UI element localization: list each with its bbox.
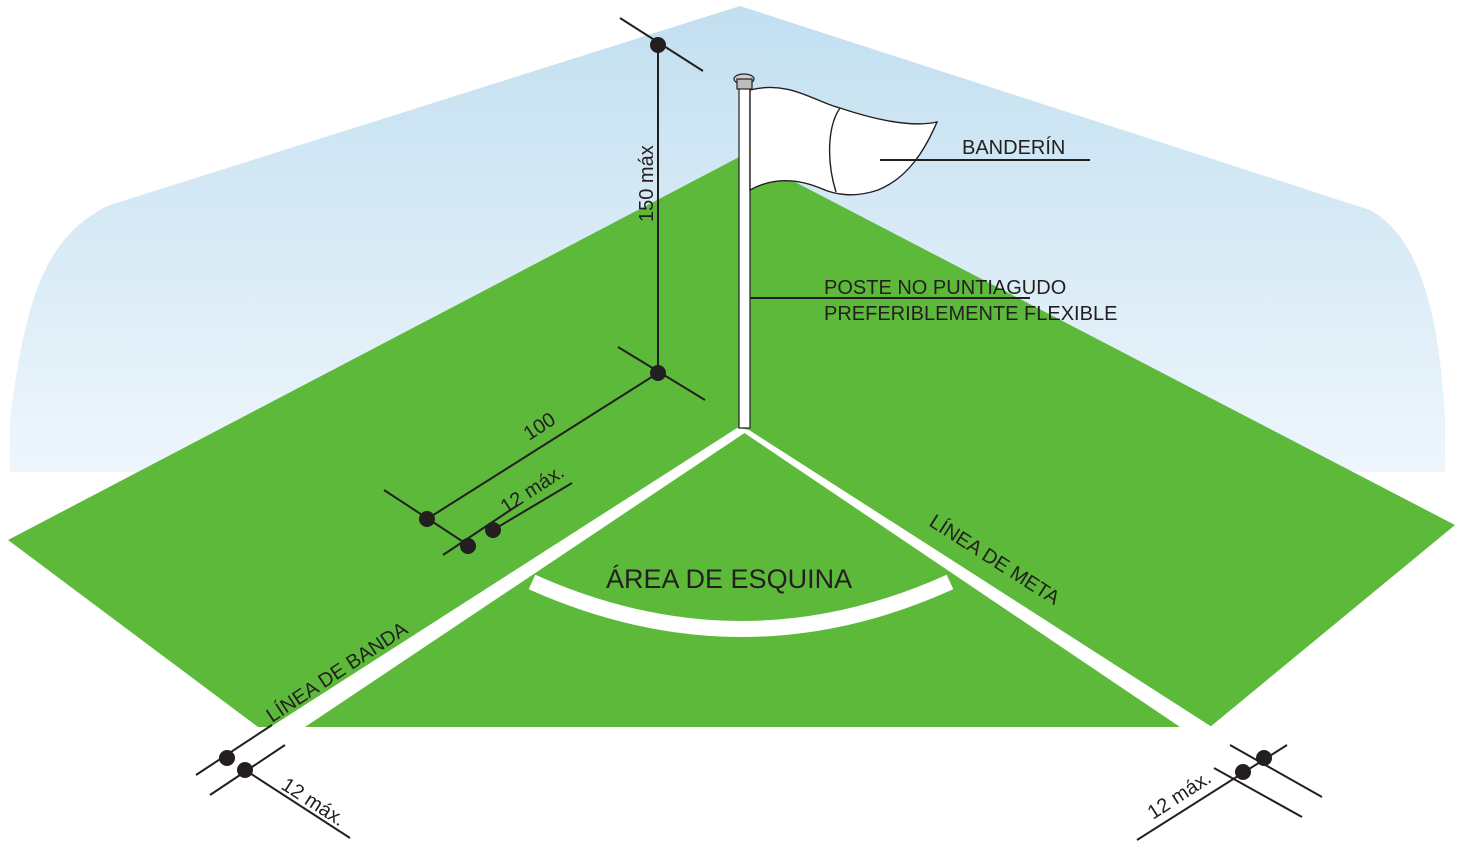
poste-label-line1: POSTE NO PUNTIAGUDO — [824, 277, 1066, 299]
banda-width-leader — [492, 482, 573, 531]
banderin-label: BANDERÍN — [962, 136, 1065, 159]
bottom-right-dot-1 — [1256, 750, 1272, 766]
bottom-right-tick-2 — [1213, 767, 1303, 818]
flag-icon — [749, 86, 939, 196]
distance-dimension-line — [426, 372, 659, 520]
height-dot-top — [650, 37, 666, 53]
bottom-left-leader — [244, 769, 351, 839]
poste-label-line2: PREFERIBLEMENTE FLEXIBLE — [824, 303, 1117, 325]
bottom-right-dot-2 — [1235, 764, 1251, 780]
corner-arc-line — [528, 574, 954, 637]
bottom-left-dot-2 — [237, 762, 253, 778]
flag-fold — [828, 107, 841, 193]
distance-dot — [419, 511, 435, 527]
flag-pole — [738, 87, 751, 429]
bottom-left-dot-1 — [219, 750, 235, 766]
height-dimension-label: 150 máx — [636, 145, 658, 222]
area-esquina-label: ÁREA DE ESQUINA — [606, 564, 852, 594]
pole-top — [736, 78, 753, 90]
bottom-left-tick-1 — [195, 724, 273, 776]
banda-width-tick — [442, 504, 519, 556]
bottom-left-width-label: 12 máx. — [277, 774, 349, 831]
linea-de-banda-line — [258, 428, 749, 735]
banda-width-dot-2 — [485, 522, 501, 538]
bottom-right-tick-1 — [1229, 744, 1323, 798]
linea-de-meta-line — [737, 428, 1212, 727]
banda-width-dot-1 — [460, 538, 476, 554]
bottom-right-width-label: 12 máx. — [1144, 767, 1216, 824]
